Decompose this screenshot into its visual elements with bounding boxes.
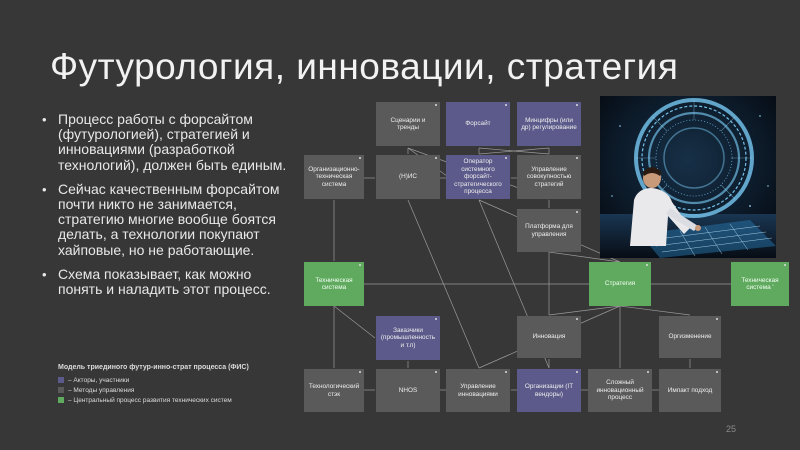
node-label: Организационно-техническая система (308, 165, 360, 188)
desk-hologram (640, 220, 776, 258)
node-label: Сложный инновационный процесс (596, 379, 644, 402)
legend-row-actors: – Акторы, участники (58, 375, 308, 385)
node-corner-dot (505, 371, 507, 373)
node-operator[interactable]: Оператор системного форсайт-стратегическ… (446, 155, 510, 199)
node-corner-dot (576, 157, 578, 159)
node-corner-dot (576, 371, 578, 373)
node-platform[interactable]: Платформа для управления (517, 209, 581, 252)
node-label: Управление инновациями (458, 383, 498, 398)
node-corner-dot (576, 318, 578, 320)
node-mincifry[interactable]: Минцифры (или др) регулирование (517, 102, 581, 146)
node-label: Технологический стэк (308, 383, 360, 398)
node-label: Инновация (532, 333, 566, 341)
node-corner-dot (435, 104, 437, 106)
node-innovation[interactable]: Инновация (517, 316, 581, 358)
node-label: Управление совокупностью стратегий (526, 165, 572, 188)
node-nhos[interactable]: NHOS (376, 369, 440, 412)
node-label: (Н)ИС (398, 173, 418, 181)
legend-swatch-methods (58, 387, 64, 393)
node-corner-dot (576, 211, 578, 213)
node-foresight[interactable]: Форсайт (446, 102, 510, 146)
node-corner-dot (647, 371, 649, 373)
node-label: Оргизменение (668, 333, 712, 341)
person-at-futuristic-portal-illustration (600, 96, 776, 258)
node-innovation-management[interactable]: Управление инновациями (446, 369, 510, 412)
node-label: Сценарии и тренды (390, 116, 426, 131)
connector-line (478, 147, 550, 155)
bullet-item: Схема показывает, как можно понять и нал… (40, 266, 290, 297)
legend-label: – Методы управления (68, 386, 135, 394)
connector-line (333, 305, 376, 339)
node-label: Техническая система (315, 276, 353, 291)
node-corner-dot (576, 104, 578, 106)
node-label: Платформа для управления (525, 223, 573, 238)
node-label: Форсайт (465, 120, 491, 128)
node-corner-dot (505, 104, 507, 106)
node-org-change[interactable]: Оргизменение (659, 316, 721, 358)
node-label: Техническая система ' (741, 276, 779, 291)
person-silhouette (630, 167, 701, 246)
legend-row-central: – Центральный процесс развития техническ… (58, 395, 308, 405)
node-label: Заказчики (промышленность и т.п) (380, 326, 436, 349)
node-corner-dot (505, 157, 507, 159)
bullet-list: Процесс работы с форсайтом (футурологией… (40, 111, 290, 306)
node-label: Импакт подход (667, 386, 713, 394)
node-scenarios[interactable]: Сценарии и тренды (376, 102, 440, 146)
bullet-item: Процесс работы с форсайтом (футурологией… (40, 111, 290, 173)
legend-row-methods: – Методы управления (58, 385, 308, 395)
node-corner-dot (716, 318, 718, 320)
legend: Модель триединого футур-инно-страт проце… (58, 364, 308, 405)
connector-line (407, 199, 480, 369)
legend-label: – Центральный процесс развития техническ… (68, 396, 232, 404)
node-it-vendors[interactable]: Организации (IT вендоры) (517, 369, 581, 412)
node-tech-system-right[interactable]: Техническая система ' (731, 262, 789, 306)
connector-line (619, 305, 691, 316)
node-complex-process[interactable]: Сложный инновационный процесс (588, 369, 652, 412)
node-tech-stack[interactable]: Технологический стэк (304, 369, 364, 412)
node-impact[interactable]: Импакт подход (659, 369, 721, 412)
light-particles (611, 115, 769, 207)
node-corner-dot (435, 157, 437, 159)
node-corner-dot (435, 318, 437, 320)
node-nis[interactable]: (Н)ИС (376, 155, 440, 199)
node-corner-dot (646, 264, 648, 266)
node-cumulative-strategy[interactable]: Управление совокупностью стратегий (517, 155, 581, 199)
node-corner-dot (359, 371, 361, 373)
connector-line (548, 305, 621, 316)
node-label: Стратегия (604, 280, 636, 288)
legend-title: Модель триединого футур-инно-страт проце… (58, 364, 249, 371)
connector-line (548, 251, 621, 263)
node-corner-dot (716, 371, 718, 373)
page-number: 25 (726, 424, 737, 434)
node-label: Оператор системного форсайт-стратегическ… (454, 158, 502, 196)
legend-label: – Акторы, участники (68, 376, 130, 384)
node-corner-dot (435, 371, 437, 373)
node-label: NHOS (398, 386, 418, 394)
node-label: Организации (IT вендоры) (524, 383, 574, 398)
node-org-tech-system[interactable]: Организационно-техническая система (304, 155, 364, 199)
node-corner-dot (359, 264, 361, 266)
node-tech-system-left[interactable]: Техническая система (304, 262, 364, 306)
node-strategy[interactable]: Стратегия (589, 262, 651, 306)
node-corner-dot (784, 264, 786, 266)
bullet-item: Сейчас качественным форсайтом почти никт… (40, 181, 290, 258)
node-customers[interactable]: Заказчики (промышленность и т.п) (376, 316, 440, 360)
legend-swatch-actors (58, 377, 64, 383)
slide-title: Футурология, инновации, стратегия (50, 46, 679, 87)
node-corner-dot (359, 157, 361, 159)
node-label: Минцифры (или др) регулирование (521, 116, 577, 131)
legend-swatch-central (58, 397, 64, 403)
illustration-svg (600, 96, 776, 258)
